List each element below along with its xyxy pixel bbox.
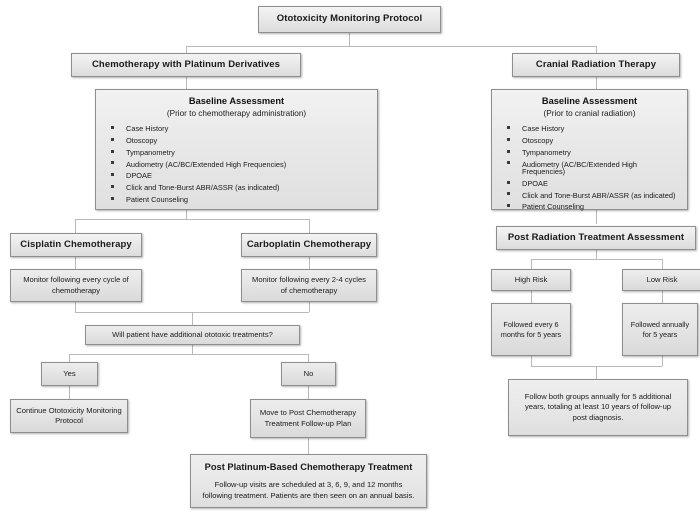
node-carboplatin-monitor[interactable]: Monitor following every 2-4 cycles of ch… [241, 269, 377, 302]
list-item: DPOAE [110, 170, 369, 182]
list-item: Click and Tone-Burst ABR/ASSR (as indica… [110, 182, 369, 194]
node-cranial-radiation-branch[interactable]: Cranial Radiation Therapy [512, 53, 680, 77]
connector-to-radiation [596, 46, 597, 53]
connector-high-plan-down [531, 356, 532, 366]
radiation-baseline-subtitle: (Prior to cranial radiation) [543, 109, 636, 118]
node-post-platinum-treatment[interactable]: Post Platinum-Based Chemotherapy Treatme… [190, 454, 427, 508]
radiation-baseline-title: Baseline Assessment [541, 96, 638, 106]
connector-carb-monitor-down [309, 302, 310, 312]
connector-chemo-split [75, 219, 309, 220]
list-item: Tympanometry [110, 147, 369, 159]
node-post-radiation-assessment[interactable]: Post Radiation Treatment Assessment [496, 226, 696, 250]
connector-high-risk-plan [531, 291, 532, 303]
panel-radiation-baseline-assessment[interactable]: Baseline Assessment (Prior to cranial ra… [491, 89, 688, 210]
connector-cisplatin-monitor [75, 257, 76, 269]
connector-carboplatin-monitor [309, 257, 310, 269]
post-chemo-title: Post Platinum-Based Chemotherapy Treatme… [204, 461, 413, 472]
connector-assessment-down [596, 250, 597, 259]
connector-to-high-risk [531, 259, 532, 269]
list-item: DPOAE [506, 178, 679, 190]
high-risk-plan-text: Followed every 6 months for 5 years [500, 319, 562, 339]
list-item: Click and Tone-Burst ABR/ASSR (as indica… [506, 189, 679, 201]
node-radiation-followup-summary[interactable]: Follow both groups annually for 5 additi… [508, 379, 688, 436]
node-continue-monitoring-protocol[interactable]: Continue Ototoxicity Monitoring Protocol [10, 399, 128, 433]
connector-to-no [308, 354, 309, 362]
node-low-risk-plan[interactable]: Followed annually for 5 years [622, 303, 698, 356]
node-cisplatin-chemotherapy[interactable]: Cisplatin Chemotherapy [10, 233, 142, 257]
chemo-baseline-list: Case History Otoscopy Tympanometry Audio… [104, 123, 369, 205]
node-answer-yes[interactable]: Yes [41, 362, 98, 386]
panel-chemo-baseline-assessment[interactable]: Baseline Assessment (Prior to chemothera… [95, 89, 378, 210]
connector-to-carboplatin [309, 219, 310, 233]
list-item: Case History [506, 123, 679, 135]
connector-root-split [186, 46, 596, 47]
chemo-baseline-subtitle: (Prior to chemotherapy administration) [166, 109, 307, 118]
radiation-branch-label: Cranial Radiation Therapy [535, 58, 657, 70]
radiation-baseline-list: Case History Otoscopy Tympanometry Audio… [500, 123, 679, 213]
connector-decision-split [69, 354, 308, 355]
list-item: Patient Counseling [110, 194, 369, 206]
node-low-risk[interactable]: Low Risk [622, 269, 700, 291]
list-item: Otoscopy [506, 135, 679, 147]
connector-plan-to-callout [308, 438, 309, 454]
list-item: Case History [110, 123, 369, 135]
post-radiation-assessment-label: Post Radiation Treatment Assessment [507, 231, 685, 243]
list-item: Audiometry (AC/BC/Extended High Frequenc… [506, 158, 679, 177]
node-root-protocol[interactable]: Ototoxicity Monitoring Protocol [258, 6, 441, 33]
node-high-risk-plan[interactable]: Followed every 6 months for 5 years [491, 303, 571, 356]
carboplatin-label: Carboplatin Chemotherapy [246, 238, 372, 250]
list-item: Audiometry (AC/BC/Extended High Frequenc… [110, 158, 369, 170]
node-chemotherapy-branch[interactable]: Chemotherapy with Platinum Derivatives [71, 53, 301, 77]
yes-outcome-text: Continue Ototoxicity Monitoring Protocol [16, 405, 122, 425]
decision-question: Will patient have additional ototoxic tr… [112, 329, 273, 339]
node-high-risk[interactable]: High Risk [491, 269, 571, 291]
cisplatin-label: Cisplatin Chemotherapy [20, 238, 132, 250]
connector-chemo-to-baseline [186, 77, 187, 89]
no-outcome-text: Move to Post Chemotherapy Treatment Foll… [259, 408, 357, 428]
list-item: Patient Counseling [506, 201, 679, 213]
connector-to-yes [69, 354, 70, 362]
list-item: Tympanometry [506, 147, 679, 159]
connector-cis-monitor-down [75, 302, 76, 312]
node-carboplatin-chemotherapy[interactable]: Carboplatin Chemotherapy [241, 233, 377, 257]
node-answer-no[interactable]: No [281, 362, 336, 386]
connector-radiation-to-baseline [596, 77, 597, 89]
connector-baseline-down [186, 210, 187, 219]
connector-root-down [349, 33, 350, 46]
connector-yes-outcome [69, 386, 70, 399]
post-chemo-body: Follow-up visits are scheduled at 3, 6, … [202, 480, 415, 501]
connector-low-plan-down [662, 356, 663, 366]
chemo-baseline-title: Baseline Assessment [188, 96, 285, 106]
no-label: No [303, 368, 314, 378]
node-move-to-post-chemo-plan[interactable]: Move to Post Chemotherapy Treatment Foll… [250, 399, 366, 438]
list-item: Otoscopy [110, 135, 369, 147]
connector-low-risk-plan [662, 291, 663, 303]
connector-to-cisplatin [75, 219, 76, 233]
connector-merge-to-decision [192, 312, 193, 325]
yes-label: Yes [63, 368, 76, 378]
connector-to-low-risk [662, 259, 663, 269]
root-label: Ototoxicity Monitoring Protocol [276, 13, 423, 25]
chemo-branch-label: Chemotherapy with Platinum Derivatives [91, 58, 281, 70]
connector-no-outcome [308, 386, 309, 399]
connector-to-chemo [186, 46, 187, 53]
radiation-summary-text: Follow both groups annually for 5 additi… [524, 392, 672, 422]
high-risk-label: High Risk [514, 274, 548, 284]
node-decision-additional-treatments[interactable]: Will patient have additional ototoxic tr… [85, 325, 300, 345]
low-risk-plan-text: Followed annually for 5 years [630, 319, 690, 339]
cisplatin-monitor-text: Monitor following every cycle of chemoth… [23, 275, 129, 295]
connector-decision-down [192, 345, 193, 354]
carboplatin-monitor-text: Monitor following every 2-4 cycles of ch… [252, 275, 366, 295]
connector-risk-split [531, 259, 662, 260]
connector-merge-to-summary [596, 366, 597, 379]
connector-rad-baseline-down [596, 210, 597, 224]
low-risk-label: Low Risk [646, 274, 678, 284]
node-cisplatin-monitor[interactable]: Monitor following every cycle of chemoth… [10, 269, 142, 302]
